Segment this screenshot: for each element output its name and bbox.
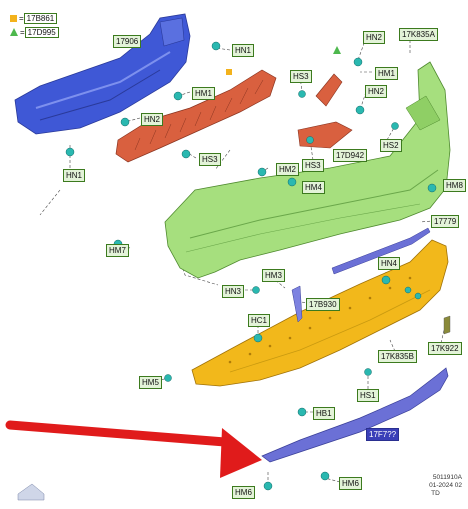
callout-17k835b[interactable]: 17K835B xyxy=(378,350,417,363)
callout-hm6[interactable]: HM6 xyxy=(339,477,362,490)
clip-fasteners xyxy=(65,41,437,491)
callout-hm1[interactable]: HM1 xyxy=(375,67,398,80)
callout-hs3[interactable]: HS3 xyxy=(290,70,312,83)
drawing-code: 5011910A xyxy=(432,474,462,481)
callout-17d942[interactable]: 17D942 xyxy=(333,149,368,162)
callout-hm8[interactable]: HM8 xyxy=(443,179,466,192)
energy-absorber-part xyxy=(115,69,277,163)
callout-17779[interactable]: 17779 xyxy=(431,215,460,228)
callout-hb1[interactable]: HB1 xyxy=(313,407,335,420)
callout-17k922[interactable]: 17K922 xyxy=(428,342,462,355)
callout-hm5[interactable]: HM5 xyxy=(139,376,162,389)
callout-hn3[interactable]: HN3 xyxy=(222,285,245,298)
square-marker xyxy=(226,69,232,75)
callout-highlighted-part[interactable]: 17F7?? xyxy=(366,428,400,441)
callout-hn4[interactable]: HN4 xyxy=(378,257,401,270)
callout-hm7[interactable]: HM7 xyxy=(106,244,129,257)
retainer-part xyxy=(443,315,451,335)
callout-hn1[interactable]: HN1 xyxy=(232,44,255,57)
callout-17b930[interactable]: 17B930 xyxy=(306,298,340,311)
legend-item-triangle: =17D995 xyxy=(10,27,59,38)
bracket-parts xyxy=(297,73,353,149)
impact-beam-part xyxy=(14,13,191,135)
small-bracket-part xyxy=(291,285,303,323)
callout-hm6[interactable]: HM6 xyxy=(232,486,255,499)
callout-hm2[interactable]: HM2 xyxy=(276,163,299,176)
callout-17906[interactable]: 17906 xyxy=(113,35,142,48)
legend-item-square: =17B861 xyxy=(10,13,58,24)
triangle-legend-icon xyxy=(10,28,18,36)
callout-hn2[interactable]: HN2 xyxy=(365,85,388,98)
pointer-arrow xyxy=(5,420,262,478)
callout-hn2[interactable]: HN2 xyxy=(363,31,386,44)
diffuser-part xyxy=(261,367,449,463)
drawing-date: 01-2024 02 xyxy=(429,482,462,489)
callout-hs3[interactable]: HS3 xyxy=(302,159,324,172)
callout-hs2[interactable]: HS2 xyxy=(380,139,402,152)
drawing-initials: TD xyxy=(431,490,440,497)
callout-hn1[interactable]: HN1 xyxy=(63,169,86,182)
view-orientation-icon xyxy=(17,483,45,501)
callout-hc1[interactable]: HC1 xyxy=(248,314,271,327)
callout-hs1[interactable]: HS1 xyxy=(357,389,379,402)
callout-hm4[interactable]: HM4 xyxy=(302,181,325,194)
callout-hm3[interactable]: HM3 xyxy=(262,269,285,282)
drawing-footer: 5011910A 01-2024 02 TD xyxy=(429,474,462,498)
square-legend-icon xyxy=(10,15,17,22)
triangle-marker xyxy=(333,46,341,54)
legend-code: 17D995 xyxy=(24,27,59,38)
callout-17k835a[interactable]: 17K835A xyxy=(399,28,438,41)
trim-strip-part xyxy=(331,227,431,275)
callout-hm1[interactable]: HM1 xyxy=(192,87,215,100)
callout-hn2[interactable]: HN2 xyxy=(141,113,164,126)
callout-hs3[interactable]: HS3 xyxy=(199,153,221,166)
legend-code: 17B861 xyxy=(23,13,58,24)
